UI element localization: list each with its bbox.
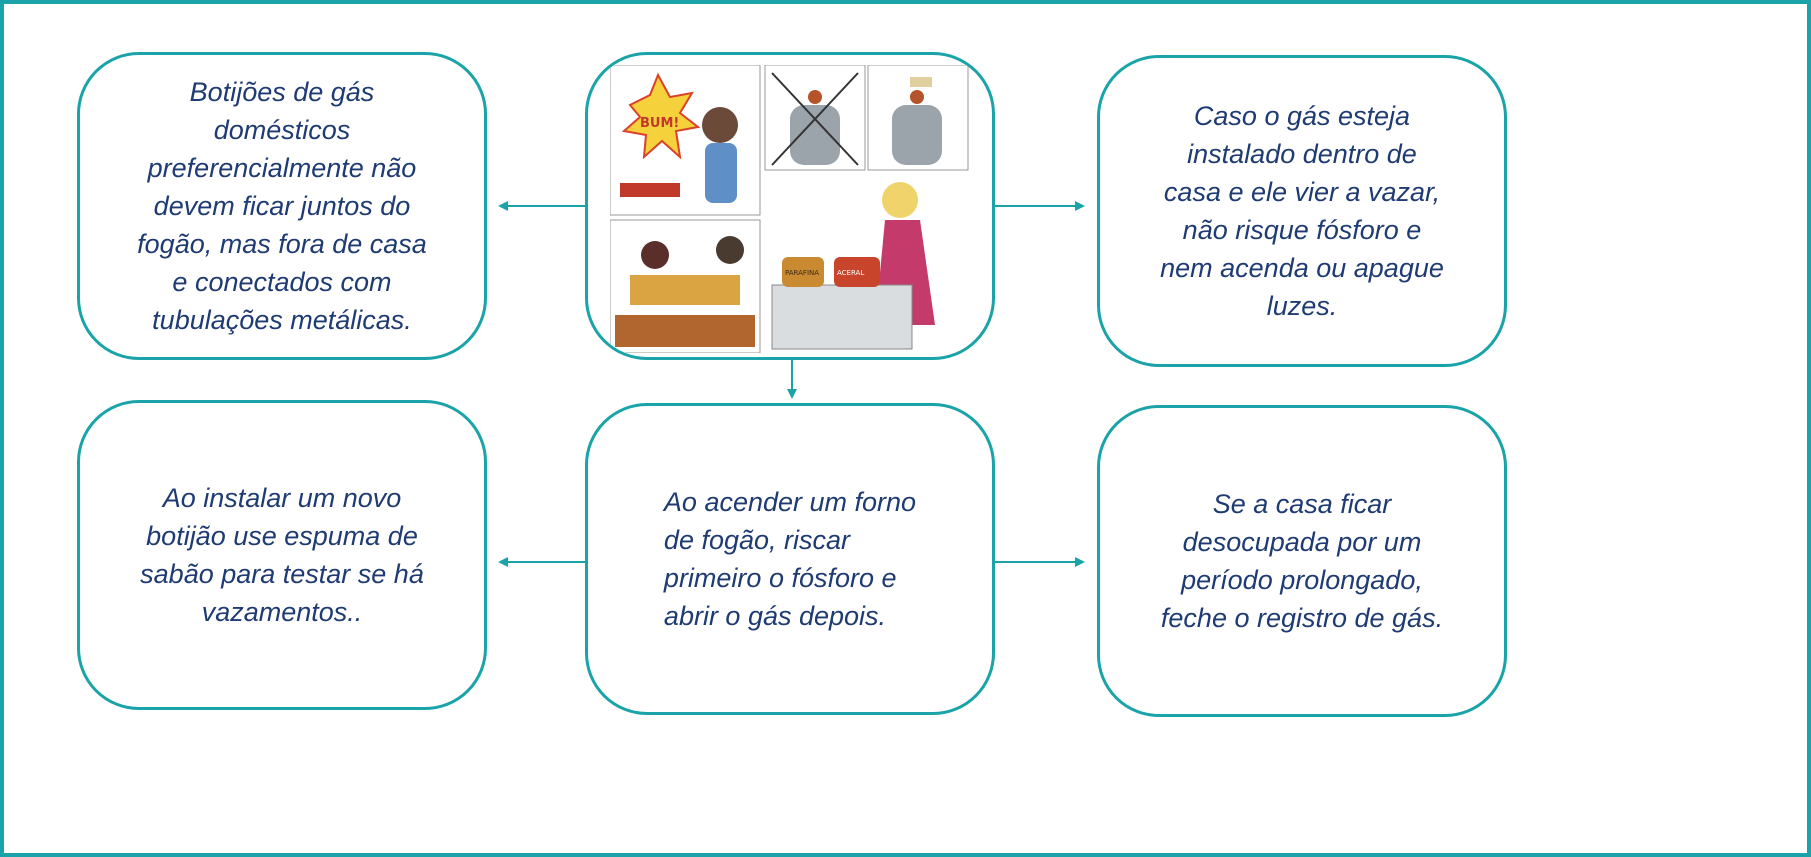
kitchen-chaos-panel (610, 219, 761, 353)
tip-box-soap-test: Ao instalar um novo botijão use espuma d… (77, 400, 487, 710)
woman-cooking-panel: PARAFINA ACERAL (765, 175, 968, 353)
explosion-panel: BUM! (610, 65, 761, 216)
tip-text-unoccupied-house: Se a casa ficar desocupada por um períod… (1160, 489, 1444, 633)
tip-text-soap-test: Ao instalar um novo botijão use espuma d… (140, 483, 424, 627)
explosion-label: BUM! (640, 116, 679, 131)
pot-label-parafina: PARAFINA (785, 269, 819, 277)
cylinder-check-panel (867, 65, 969, 171)
tip-box-stove-distance: Botijões de gás domésticos preferencialm… (77, 52, 487, 360)
pot-label-aceral: ACERAL (837, 269, 864, 277)
tip-box-unoccupied-house: Se a casa ficar desocupada por um períod… (1097, 405, 1507, 717)
tip-text-stove-distance: Botijões de gás domésticos preferencialm… (137, 77, 427, 335)
illustration-box: BUM! (585, 52, 995, 360)
tip-text-gas-leak: Caso o gás esteja instalado dentro de ca… (1160, 101, 1444, 321)
crossed-cylinder-panel (764, 65, 866, 171)
tip-box-gas-leak: Caso o gás esteja instalado dentro de ca… (1097, 55, 1507, 367)
tip-box-oven-lighting: Ao acender um forno de fogão, riscar pri… (585, 403, 995, 715)
tip-text-oven-lighting: Ao acender um forno de fogão, riscar pri… (663, 487, 917, 631)
gas-safety-illustration: BUM! (610, 65, 969, 353)
